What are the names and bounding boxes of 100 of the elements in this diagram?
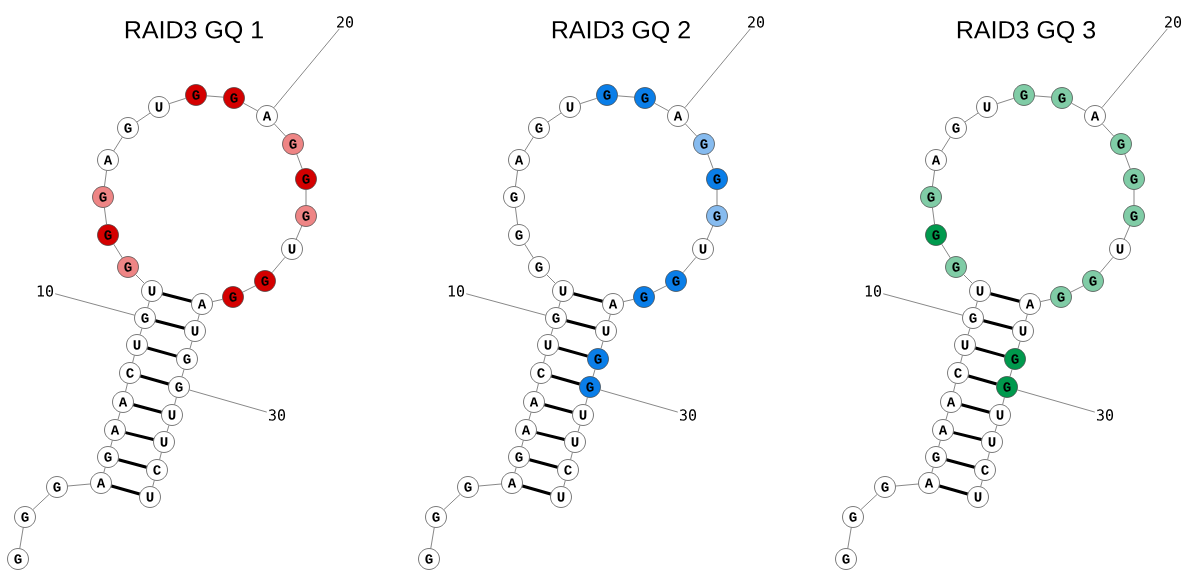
backbone-line — [932, 207, 935, 225]
backbone-line — [617, 95, 635, 98]
leader-line — [189, 389, 268, 413]
backbone-line — [514, 467, 517, 473]
backbone-line — [139, 328, 143, 335]
backbone-line — [113, 243, 123, 259]
backbone-line — [136, 112, 151, 123]
backbone-line — [1034, 95, 1052, 98]
backbone-line — [653, 285, 667, 293]
backbone-line — [580, 98, 598, 104]
base-pair-line — [118, 458, 147, 469]
backbone-line — [964, 112, 979, 123]
backbone-line — [212, 299, 223, 302]
backbone-line — [1071, 102, 1086, 112]
base-pair-line — [558, 346, 588, 358]
backbone-line — [103, 467, 106, 473]
base-pair-line — [946, 458, 975, 469]
backbone-line — [536, 383, 539, 392]
backbone-line — [443, 494, 461, 510]
position-number: 30 — [680, 409, 697, 421]
backbone-line — [296, 153, 303, 170]
backbone-line — [110, 440, 113, 447]
backbone-line — [515, 207, 518, 225]
backbone-line — [113, 136, 123, 152]
backbone-line — [125, 383, 128, 392]
backbone-line — [274, 123, 286, 137]
backbone-line — [941, 243, 951, 259]
backbone-line — [931, 467, 934, 473]
backbone-line — [515, 170, 518, 187]
base-pair-line — [155, 319, 185, 330]
backbone-line — [953, 383, 956, 392]
backbone-line — [550, 328, 554, 335]
backbone-line — [945, 412, 949, 420]
backbone-line — [117, 412, 121, 420]
backbone-line — [430, 527, 435, 549]
base-pair-line — [522, 484, 551, 496]
backbone-line — [189, 341, 193, 349]
position-number: 20 — [1165, 16, 1182, 28]
backbone-line — [524, 243, 534, 259]
backbone-line — [169, 98, 187, 104]
base-pair-line — [111, 484, 140, 496]
backbone-line — [1009, 369, 1013, 377]
backbone-line — [159, 452, 162, 460]
base-pair-line — [961, 403, 990, 414]
backbone-line — [963, 274, 973, 284]
backbone-line — [932, 170, 935, 187]
position-number: 10 — [448, 285, 465, 297]
backbone-line — [1124, 153, 1131, 170]
backbone-line — [967, 328, 971, 335]
backbone-line — [19, 527, 24, 549]
backbone-line — [295, 225, 303, 240]
backbone-line — [547, 112, 562, 123]
backbone-line — [623, 299, 634, 302]
base-pair-line — [536, 431, 565, 441]
backbone-line — [706, 225, 714, 240]
position-number: 30 — [269, 409, 286, 421]
leader-line — [1017, 389, 1096, 413]
position-number: 30 — [1097, 409, 1114, 421]
backbone-line — [987, 452, 990, 460]
backbone-line — [524, 136, 534, 152]
backbone-line — [600, 341, 604, 349]
backbone-line — [166, 425, 170, 432]
backbone-line — [1002, 397, 1005, 405]
backbone-line — [960, 355, 963, 363]
backbone-line — [608, 314, 611, 321]
backbone-line — [1102, 123, 1114, 137]
position-number: 10 — [37, 285, 54, 297]
backbone-line — [1040, 299, 1051, 302]
backbone-line — [32, 494, 50, 510]
leader-line — [684, 28, 751, 108]
base-pair-line — [544, 403, 573, 414]
backbone-line — [938, 440, 941, 447]
backbone-line — [563, 480, 566, 487]
base-pair-line — [551, 374, 580, 386]
position-number: 20 — [337, 16, 354, 28]
backbone-line — [585, 397, 588, 405]
backbone-line — [543, 355, 546, 363]
backbone-line — [135, 274, 145, 284]
backbone-line — [997, 98, 1015, 104]
backbone-line — [1099, 256, 1114, 274]
backbone-line — [707, 153, 714, 170]
backbone-line — [592, 369, 596, 377]
backbone-line — [558, 301, 561, 308]
leader-line — [882, 293, 963, 316]
leader-line — [54, 293, 135, 316]
backbone-line — [181, 369, 185, 377]
backbone-line — [682, 256, 697, 274]
base-pair-line — [147, 346, 177, 358]
backbone-line — [1123, 225, 1131, 240]
backbone-line — [577, 425, 581, 432]
backbone-line — [174, 397, 177, 405]
base-pair-line — [140, 374, 169, 386]
backbone-line — [1070, 285, 1084, 293]
backbone-line — [305, 189, 307, 206]
base-pair-line — [953, 431, 982, 441]
backbone-line — [1017, 341, 1021, 349]
backbone-line — [242, 285, 256, 293]
backbone-line — [478, 483, 502, 487]
base-pair-line — [968, 374, 997, 386]
backbone-line — [206, 95, 224, 98]
